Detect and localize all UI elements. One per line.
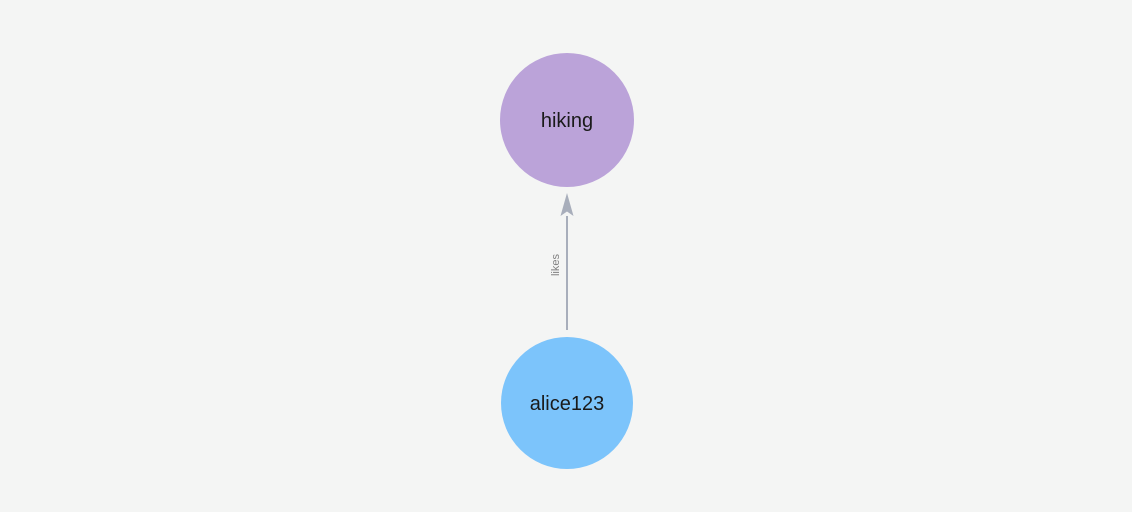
node-hiking-label: hiking [541, 110, 593, 132]
node-hiking[interactable]: hiking [500, 53, 634, 187]
node-hiking-circle[interactable] [500, 53, 634, 187]
node-alice123-circle[interactable] [501, 337, 633, 469]
node-layer: hiking alice123 [500, 53, 634, 469]
edge-alice123-likes-hiking[interactable]: likes [550, 193, 574, 330]
arrowhead-icon [560, 193, 574, 216]
edge-label-likes: likes [550, 254, 562, 277]
node-alice123-label: alice123 [530, 393, 605, 415]
node-alice123[interactable]: alice123 [501, 337, 633, 469]
edge-layer: likes [550, 193, 574, 330]
